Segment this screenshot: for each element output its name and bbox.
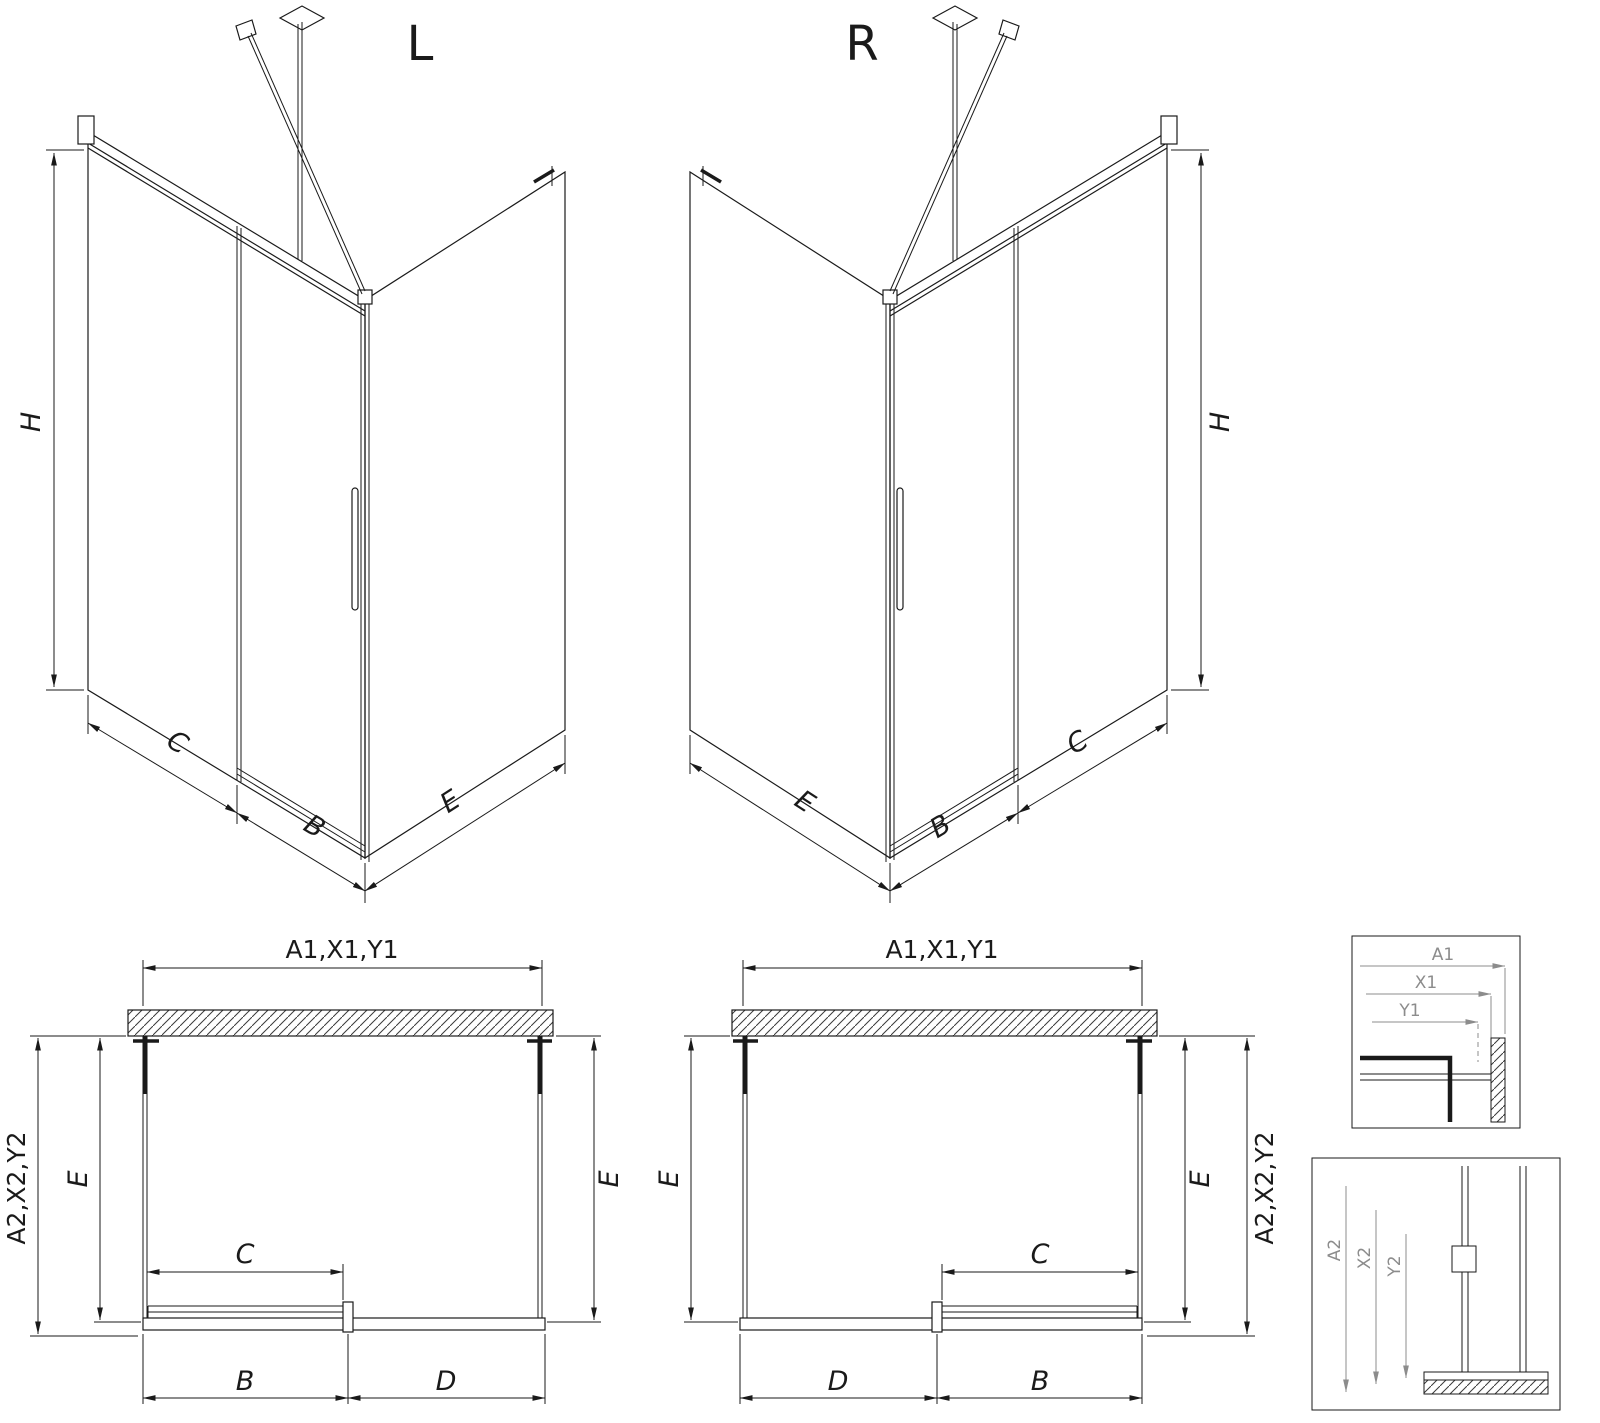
plan-right-dim-side-left-label: E <box>654 1170 685 1187</box>
plan-left-dim-depth: A2,X2,Y2 <box>2 1035 138 1337</box>
plan-left-dim-width-label: A1,X1,Y1 <box>285 935 398 964</box>
iso-right-side-wall <box>689 166 898 862</box>
side-bracket <box>533 168 555 184</box>
plan-left-dim-side-left: E <box>63 1037 141 1323</box>
iso-right-dim-fixed-label: C <box>1062 724 1094 760</box>
plan-right-dim-side-left: E <box>654 1035 738 1323</box>
plan-left-dim-side-left-label: E <box>63 1170 94 1187</box>
detail-box <box>1351 935 1521 1129</box>
plan-right-dim-fixed: D <box>739 1334 938 1404</box>
detail-width-y1-label: Y1 <box>1398 1001 1420 1021</box>
iso-right-dim-door: B <box>889 809 1019 903</box>
detail-depth: A2 X2 Y2 <box>1311 1157 1561 1411</box>
detail-box <box>1311 1157 1561 1411</box>
iso-view-right: R <box>689 5 1236 903</box>
iso-right-dim-side-label: E <box>789 784 820 819</box>
ceiling-bracket <box>931 5 979 31</box>
plan-right-dim-side-right: E <box>1144 1037 1216 1323</box>
wall-bracket-left <box>77 115 95 145</box>
detail-depth-profile <box>1423 1166 1549 1395</box>
detail-depth-a2-label: A2 <box>1325 1239 1345 1261</box>
plan-right-dim-opening-label: C <box>1031 1239 1050 1270</box>
plan-right-dim-depth: A2,X2,Y2 <box>1147 1035 1279 1337</box>
wall-section <box>731 1009 1158 1037</box>
iso-left-front-wall <box>77 115 366 860</box>
detail-width-dims: A1 X1 Y1 <box>1360 945 1506 1062</box>
plan-right-dim-door-label: B <box>1031 1366 1050 1397</box>
plan-right-dim-width-label: A1,X1,Y1 <box>885 935 998 964</box>
wall-bracket-right <box>1160 115 1178 145</box>
iso-left-support-bars <box>235 5 366 295</box>
iso-view-left: L <box>16 5 566 903</box>
plan-right-dim-width: A1,X1,Y1 <box>742 935 1143 1006</box>
plan-right-door-track <box>739 1301 1143 1333</box>
iso-left-dim-side: E <box>364 735 566 892</box>
iso-left-dim-door: B <box>236 809 366 903</box>
wall-section <box>127 1009 554 1037</box>
detail-width-a1-label: A1 <box>1432 945 1454 965</box>
plan-left-dim-side-right: E <box>547 1035 625 1323</box>
door-handle <box>351 487 359 611</box>
iso-left-title: L <box>407 16 434 72</box>
door-handle <box>896 487 904 611</box>
iso-right-dim-side: E <box>689 735 891 892</box>
detail-depth-dims: A2 X2 Y2 <box>1325 1186 1409 1393</box>
detail-width: A1 X1 Y1 <box>1351 935 1521 1129</box>
iso-right-title: R <box>845 16 878 72</box>
iso-left-dim-fixed-label: C <box>161 725 193 761</box>
detail-width-x1-label: X1 <box>1415 973 1437 993</box>
iso-right-dim-height-label: H <box>1205 412 1236 432</box>
plan-view-right: A1,X1,Y1 E E A2,X2,Y2 C D <box>654 935 1279 1404</box>
iso-left-side-wall <box>357 166 566 862</box>
iso-left-dim-height-label: H <box>16 412 47 432</box>
plan-left-glass-walls <box>133 1036 552 1318</box>
roller-bracket <box>1451 1245 1477 1273</box>
corner-connector <box>357 289 373 305</box>
door-end-profile <box>931 1301 943 1333</box>
plan-right-dim-depth-label: A2,X2,Y2 <box>1250 1131 1279 1244</box>
plan-view-left: A1,X1,Y1 A2,X2,Y2 E E C B <box>2 935 625 1404</box>
plan-left-dim-fixed-label: D <box>436 1366 457 1397</box>
plan-left-dim-side-right-label: E <box>594 1170 625 1187</box>
corner-connector <box>882 289 898 305</box>
plan-left-door-track <box>142 1301 546 1333</box>
detail-depth-y2-label: Y2 <box>1385 1255 1405 1277</box>
iso-right-support-bars <box>889 5 1020 295</box>
iso-left-dim-fixed: C <box>87 695 238 824</box>
plan-right-glass-walls <box>733 1036 1152 1318</box>
iso-left-dim-height: H <box>16 149 84 691</box>
iso-left-dim-side-label: E <box>435 784 466 819</box>
door-end-profile <box>342 1301 354 1333</box>
iso-right-front-wall <box>889 115 1178 860</box>
plan-left-dim-door: B <box>142 1334 349 1404</box>
brace-bracket <box>235 19 257 41</box>
brace-bracket <box>998 19 1020 41</box>
detail-depth-x2-label: X2 <box>1355 1247 1375 1269</box>
plan-left-dim-width: A1,X1,Y1 <box>142 935 543 1006</box>
plan-right-dim-side-right-label: E <box>1185 1170 1216 1187</box>
plan-left-dim-fixed: D <box>347 1334 546 1404</box>
plan-right-dim-door: B <box>936 1334 1143 1404</box>
detail-width-profile <box>1360 1037 1506 1123</box>
side-bracket <box>700 168 722 184</box>
plan-right-dim-fixed-label: D <box>828 1366 849 1397</box>
ceiling-bracket <box>278 5 326 31</box>
iso-right-dim-height: H <box>1171 149 1236 691</box>
plan-left-dim-opening: C <box>146 1239 344 1300</box>
plan-left-dim-door-label: B <box>236 1366 255 1397</box>
plan-left-dim-opening-label: C <box>236 1239 255 1270</box>
plan-left-dim-depth-label: A2,X2,Y2 <box>2 1131 31 1244</box>
plan-right-dim-opening: C <box>941 1239 1139 1300</box>
iso-right-dim-fixed: C <box>1017 695 1168 824</box>
